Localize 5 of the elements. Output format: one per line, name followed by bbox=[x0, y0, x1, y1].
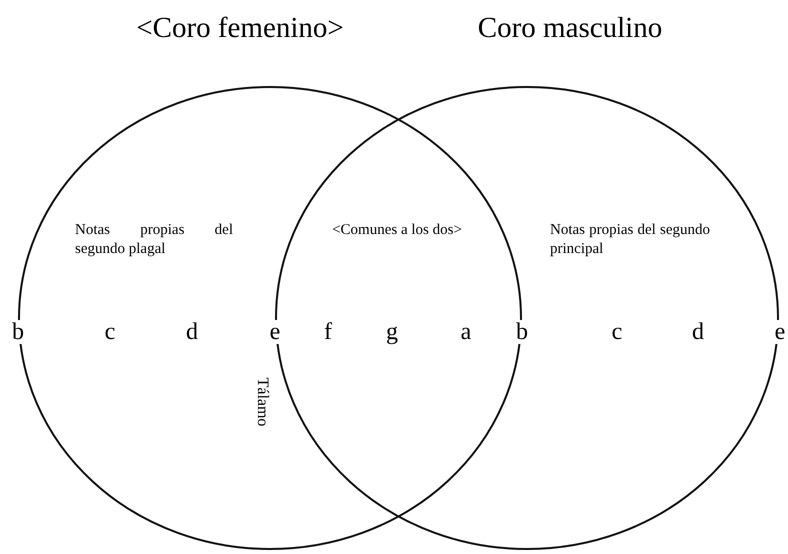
circle-title: <Coro femenino> bbox=[136, 14, 344, 43]
circle-title: Coro masculino bbox=[478, 14, 662, 43]
overlap-text: <Comunes a los dos> bbox=[331, 221, 463, 240]
region-text: Notas propias del segundo plagal bbox=[75, 221, 233, 259]
region-text: Notas propias del segundo principal bbox=[550, 221, 710, 259]
